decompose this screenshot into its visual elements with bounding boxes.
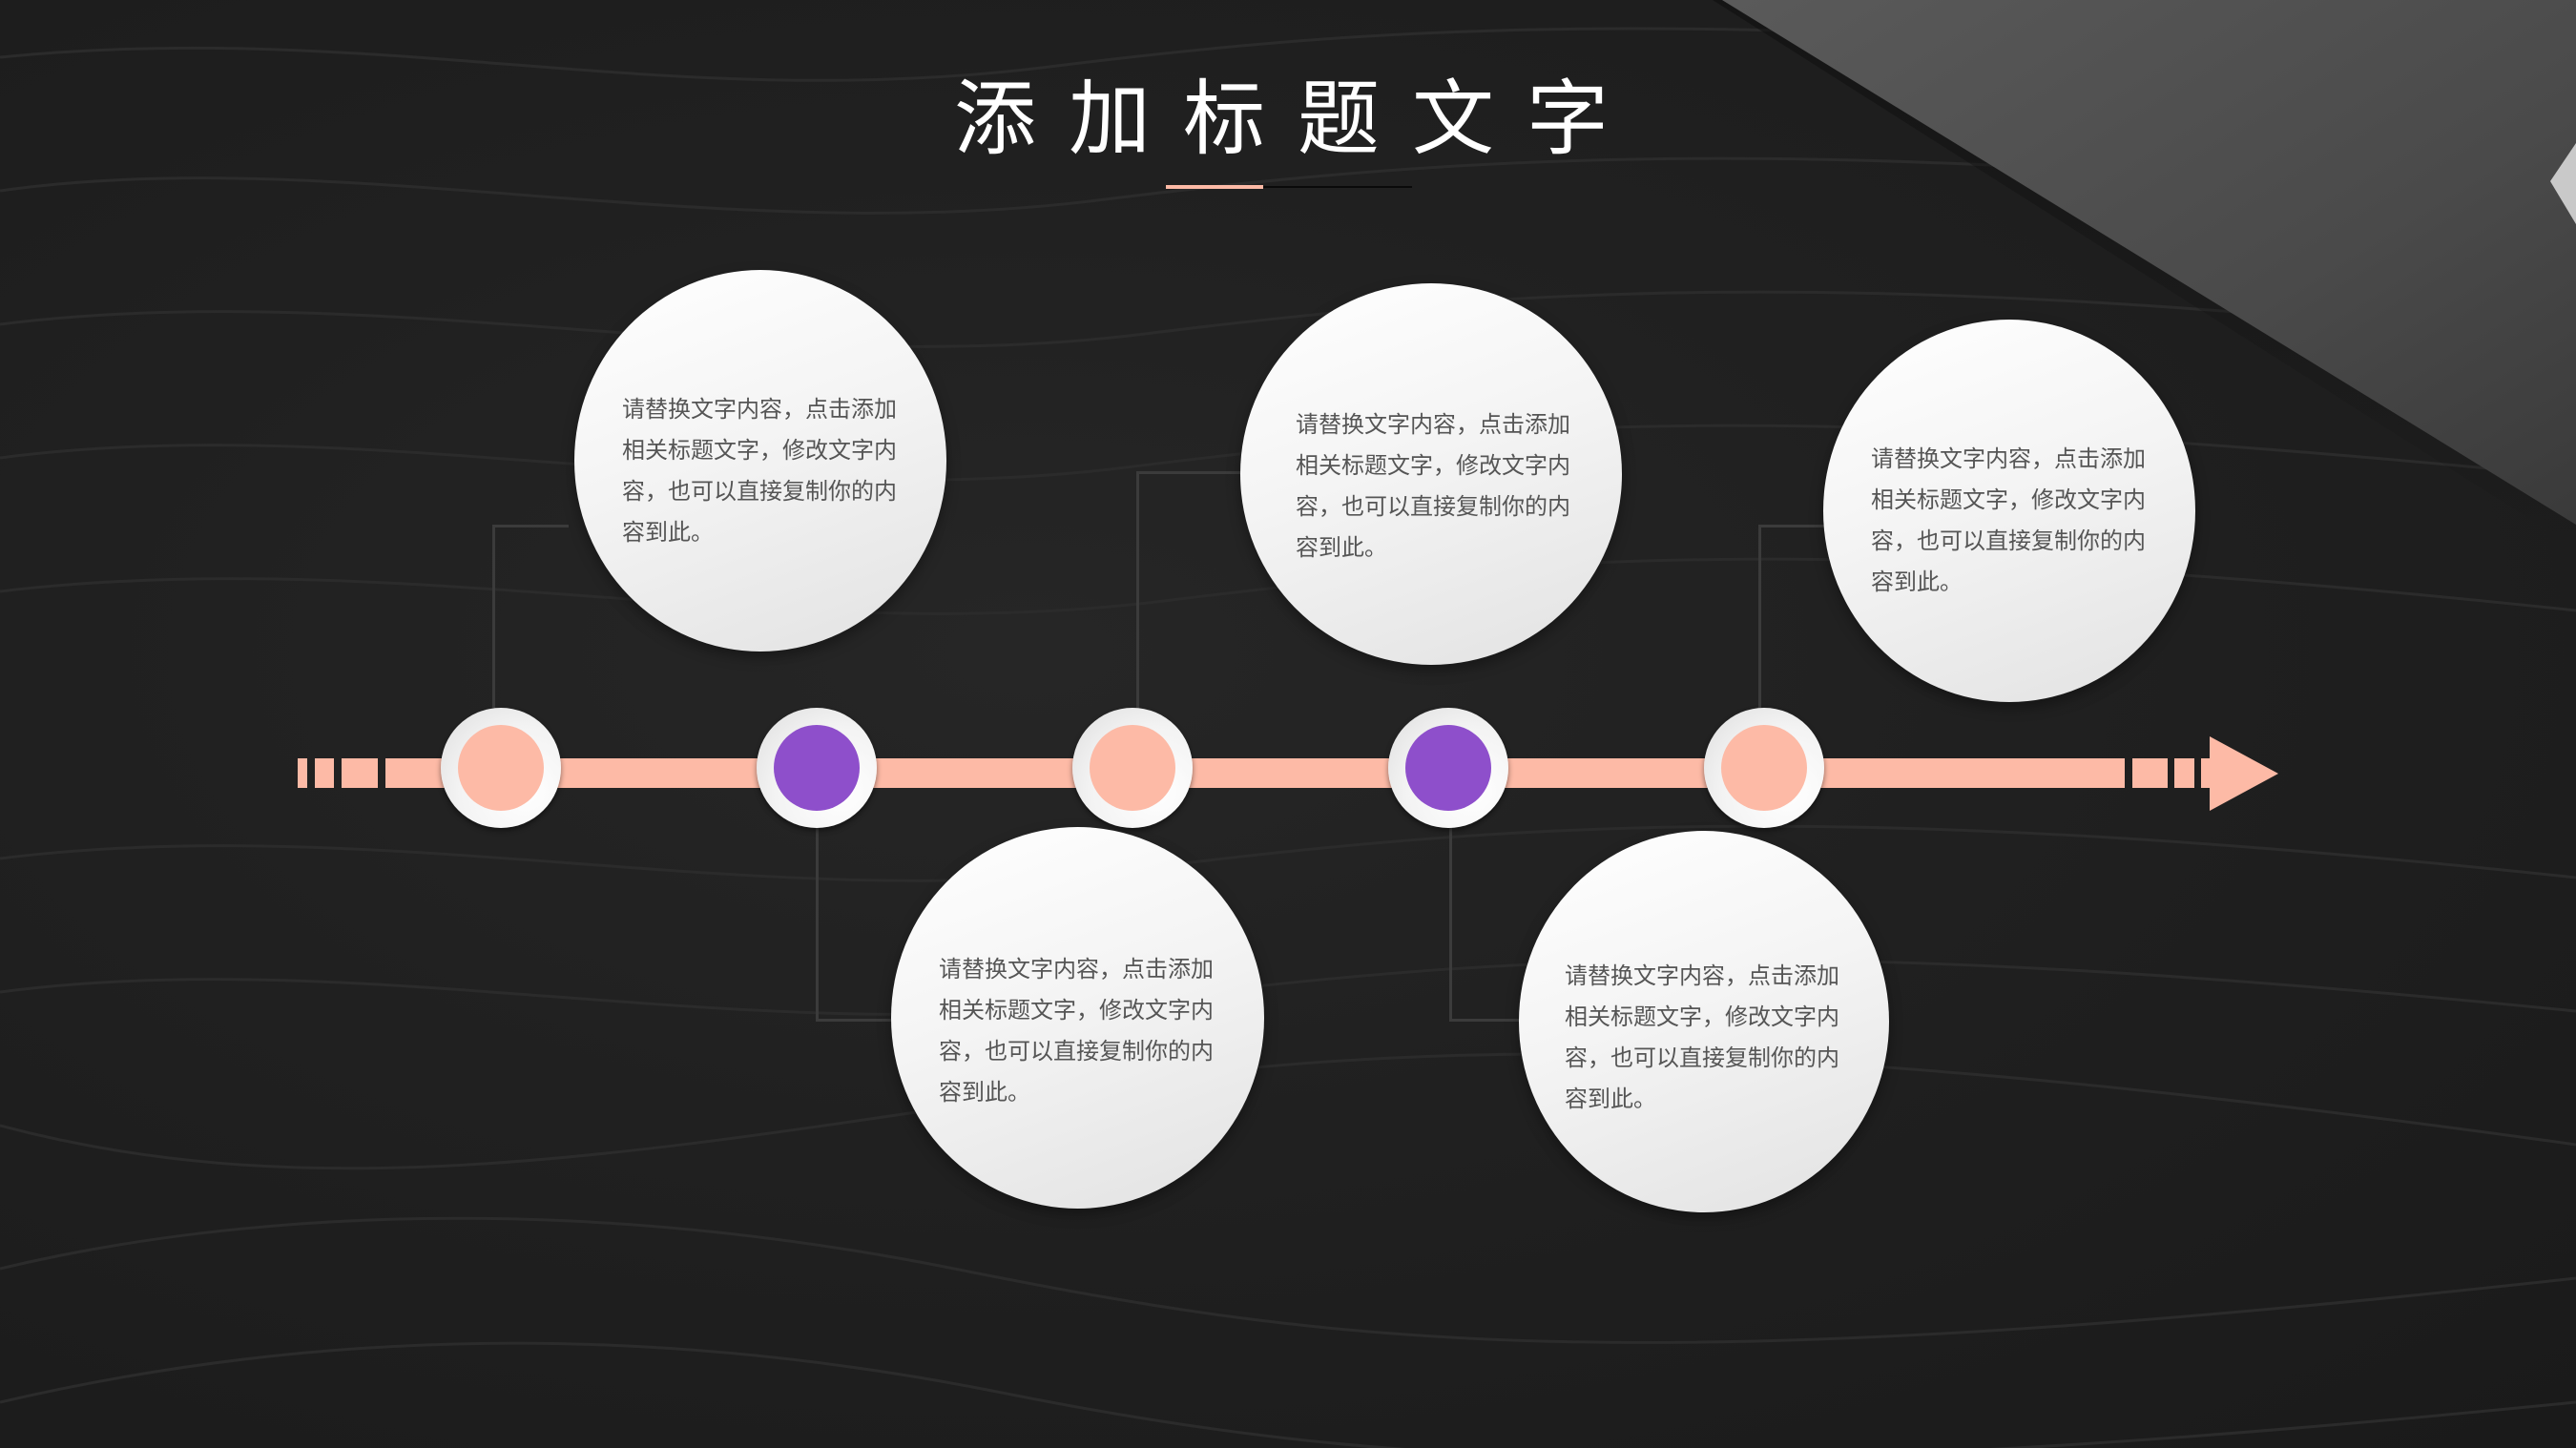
timeline-bar-main <box>385 758 2125 788</box>
connector-1 <box>492 525 569 708</box>
text-bubble-1[interactable]: 请替换文字内容，点击添加相关标题文字，修改文字内容，也可以直接复制你的内容到此。 <box>574 270 946 652</box>
title-underline-accent <box>1166 185 1263 189</box>
bubble-text[interactable]: 请替换文字内容，点击添加相关标题文字，修改文字内容，也可以直接复制你的内容到此。 <box>1871 445 2146 595</box>
node-dot-purple <box>774 725 860 811</box>
timeline-dash <box>315 758 334 788</box>
timeline-node-5[interactable] <box>1704 708 1824 828</box>
node-dot-peach <box>458 725 544 811</box>
page-title: 添加标题文字 <box>954 72 1641 167</box>
title-underline-line <box>1263 186 1412 188</box>
connector-3 <box>1136 471 1241 708</box>
timeline-node-3[interactable] <box>1072 708 1193 828</box>
arrow-head-icon <box>2210 736 2278 811</box>
connector-2 <box>816 826 894 1022</box>
timeline-dash <box>298 758 307 788</box>
text-bubble-4[interactable]: 请替换文字内容，点击添加相关标题文字，修改文字内容，也可以直接复制你的内容到此。 <box>1519 831 1889 1212</box>
timeline-node-1[interactable] <box>441 708 561 828</box>
timeline-dash <box>2132 758 2168 788</box>
text-bubble-2[interactable]: 请替换文字内容，点击添加相关标题文字，修改文字内容，也可以直接复制你的内容到此。 <box>891 827 1264 1209</box>
bubble-text[interactable]: 请替换文字内容，点击添加相关标题文字，修改文字内容，也可以直接复制你的内容到此。 <box>1565 962 1839 1112</box>
bubble-text[interactable]: 请替换文字内容，点击添加相关标题文字，修改文字内容，也可以直接复制你的内容到此。 <box>1296 411 1570 561</box>
timeline-node-4[interactable] <box>1388 708 1508 828</box>
timeline-node-2[interactable] <box>757 708 877 828</box>
bubble-text[interactable]: 请替换文字内容，点击添加相关标题文字，修改文字内容，也可以直接复制你的内容到此。 <box>939 956 1214 1106</box>
text-bubble-5[interactable]: 请替换文字内容，点击添加相关标题文字，修改文字内容，也可以直接复制你的内容到此。 <box>1823 320 2195 702</box>
corner-diamond-icon <box>2550 143 2576 224</box>
node-dot-peach <box>1090 725 1175 811</box>
timeline-dash <box>342 758 378 788</box>
node-dot-purple <box>1405 725 1491 811</box>
connector-5 <box>1758 525 1827 708</box>
node-dot-peach <box>1721 725 1807 811</box>
connector-4 <box>1449 826 1520 1022</box>
text-bubble-3[interactable]: 请替换文字内容，点击添加相关标题文字，修改文字内容，也可以直接复制你的内容到此。 <box>1240 283 1622 665</box>
bubble-text[interactable]: 请替换文字内容，点击添加相关标题文字，修改文字内容，也可以直接复制你的内容到此。 <box>622 396 897 546</box>
timeline-dash <box>2174 758 2194 788</box>
